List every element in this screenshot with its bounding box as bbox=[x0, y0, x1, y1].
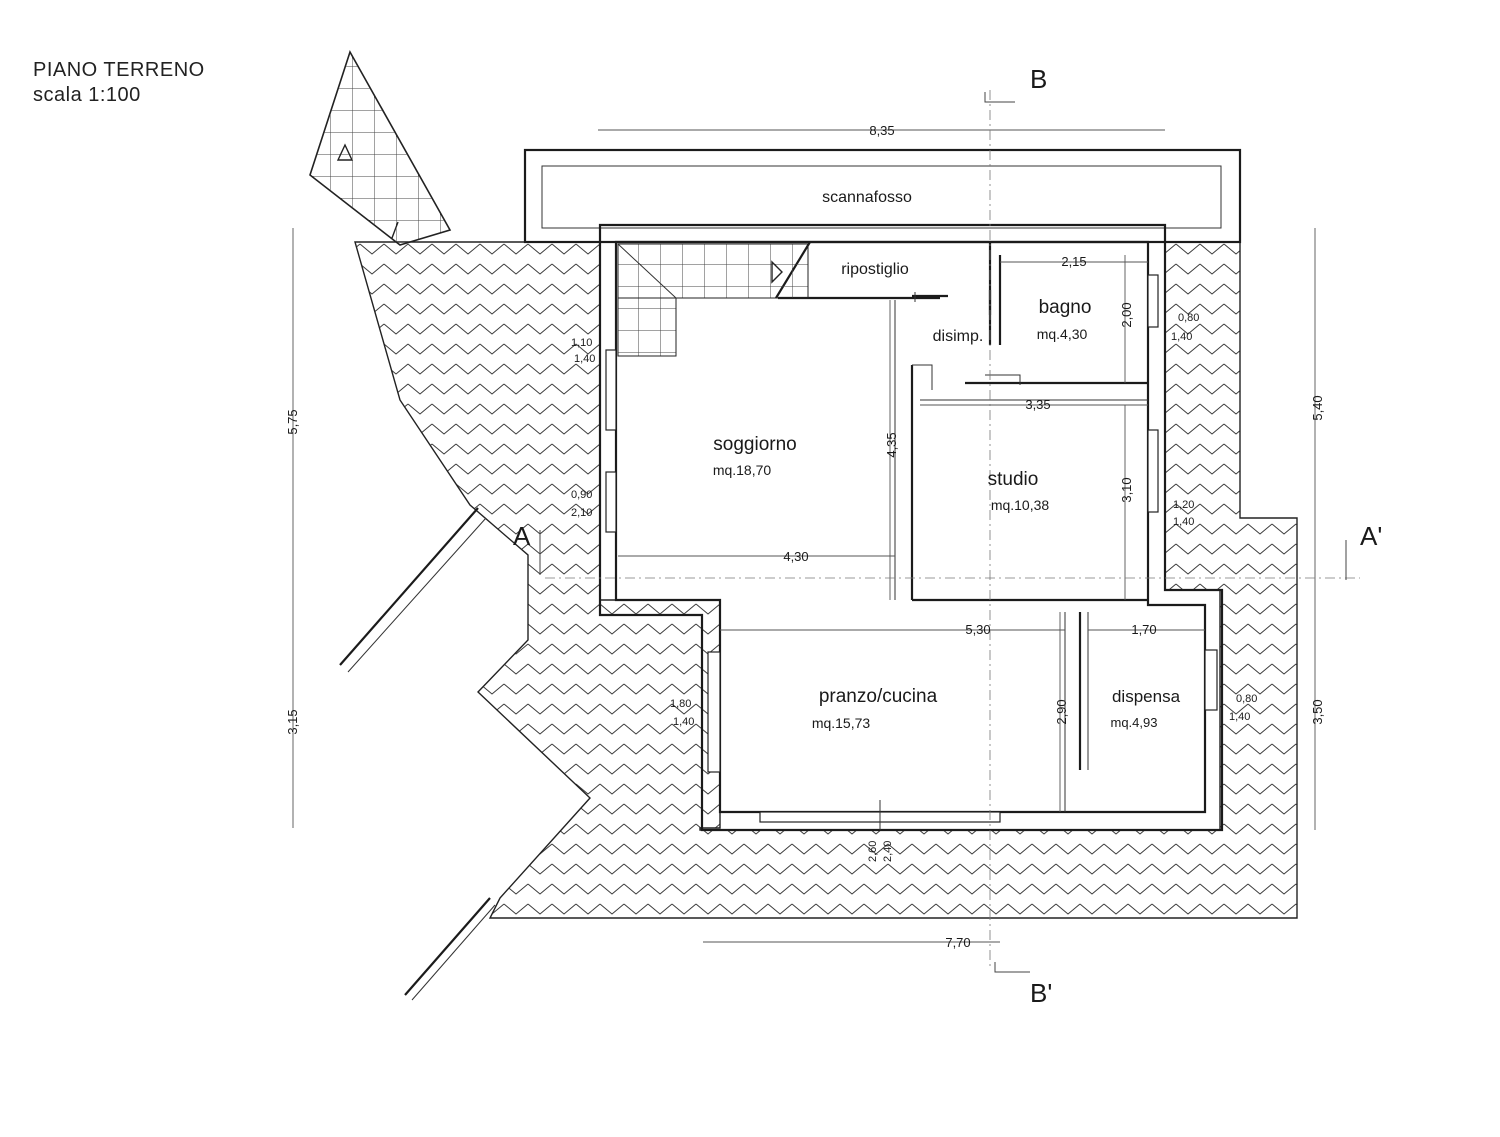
opening-soggiorno-upper-h: 1,40 bbox=[574, 353, 595, 365]
opening-pranzo-w: 1,80 bbox=[670, 698, 691, 710]
opening-soggiorno-lower-h: 2,10 bbox=[571, 507, 592, 519]
opening-dispensa-h: 1,40 bbox=[1229, 711, 1250, 723]
dimension-lines bbox=[292, 129, 1316, 943]
dim-soggiorno-height: 4,35 bbox=[884, 432, 899, 457]
dimension-labels: 8,35 7,70 5,75 3,15 5,40 3,50 2,15 2,00 … bbox=[285, 123, 1325, 950]
slope-lines bbox=[339, 507, 496, 1001]
dim-dispensa-width: 1,70 bbox=[1131, 622, 1156, 637]
opening-bagno-h: 1,40 bbox=[1171, 331, 1192, 343]
opening-studio-h: 1,40 bbox=[1173, 516, 1194, 528]
opening-studio-w: 1,20 bbox=[1173, 499, 1194, 511]
opening-soggiorno-lower-w: 0,90 bbox=[571, 489, 592, 501]
room-labels: ripostiglio disimp. bagno mq.4,30 soggio… bbox=[713, 261, 1181, 731]
dim-studio-height: 3,10 bbox=[1119, 477, 1134, 502]
dim-left-lower: 3,15 bbox=[285, 709, 300, 734]
dim-top-width: 8,35 bbox=[869, 123, 894, 138]
internal-walls bbox=[775, 241, 1148, 812]
dim-studio-width: 3,35 bbox=[1025, 397, 1050, 412]
interior-stair bbox=[617, 243, 809, 357]
room-area-pranzo-cucina: mq.15,73 bbox=[812, 715, 871, 731]
plan-title: PIANO TERRENO bbox=[33, 59, 205, 81]
section-a: A bbox=[513, 521, 531, 551]
opening-dispensa-w: 0,80 bbox=[1236, 693, 1257, 705]
opening-door-bottom-w: 2,60 bbox=[867, 841, 879, 862]
section-markers: B B' A A' bbox=[513, 64, 1382, 1008]
room-label-studio: studio bbox=[988, 469, 1039, 490]
plan-scale: scala 1:100 bbox=[33, 84, 141, 106]
room-label-soggiorno: soggiorno bbox=[713, 434, 796, 455]
section-a-prime: A' bbox=[1360, 521, 1382, 551]
room-label-disimp: disimp. bbox=[933, 328, 984, 345]
room-area-dispensa: mq.4,93 bbox=[1111, 715, 1158, 730]
dim-right-upper: 5,40 bbox=[1310, 395, 1325, 420]
room-label-ripostiglio: ripostiglio bbox=[841, 261, 909, 278]
opening-pranzo-h: 1,40 bbox=[673, 716, 694, 728]
opening-labels: 1,10 1,40 0,90 2,10 0,80 1,40 1,20 1,40 … bbox=[571, 312, 1257, 862]
dim-soggiorno-width: 4,30 bbox=[783, 549, 808, 564]
section-axes bbox=[539, 90, 1360, 973]
opening-soggiorno-upper-w: 1,10 bbox=[571, 337, 592, 349]
opening-door-bottom-h: 2,40 bbox=[882, 841, 894, 862]
section-b-prime: B' bbox=[1030, 978, 1052, 1008]
room-area-studio: mq.10,38 bbox=[991, 497, 1050, 513]
room-area-bagno: mq.4,30 bbox=[1037, 326, 1088, 342]
windows bbox=[605, 274, 1218, 830]
section-b: B bbox=[1030, 64, 1047, 94]
room-label-dispensa: dispensa bbox=[1112, 687, 1181, 706]
outer-walls bbox=[598, 223, 1224, 832]
opening-bagno-w: 0,80 bbox=[1178, 312, 1199, 324]
dim-pranzo-height: 2,90 bbox=[1054, 699, 1069, 724]
dim-bottom-width: 7,70 bbox=[945, 935, 970, 950]
dim-bagno-height: 2,00 bbox=[1119, 302, 1134, 327]
scannafosso: scannafosso bbox=[523, 148, 1242, 244]
room-label-bagno: bagno bbox=[1039, 297, 1092, 318]
room-area-soggiorno: mq.18,70 bbox=[713, 462, 772, 478]
external-stair bbox=[309, 50, 452, 246]
room-label-scannafosso: scannafosso bbox=[822, 189, 912, 206]
dim-bagno-width: 2,15 bbox=[1061, 254, 1086, 269]
room-label-pranzo-cucina: pranzo/cucina bbox=[819, 686, 938, 707]
dim-left-total: 5,75 bbox=[285, 409, 300, 434]
dim-right-lower: 3,50 bbox=[1310, 699, 1325, 724]
dim-pranzo-width: 5,30 bbox=[965, 622, 990, 637]
plan-header: PIANO TERRENO scala 1:100 bbox=[33, 58, 205, 108]
